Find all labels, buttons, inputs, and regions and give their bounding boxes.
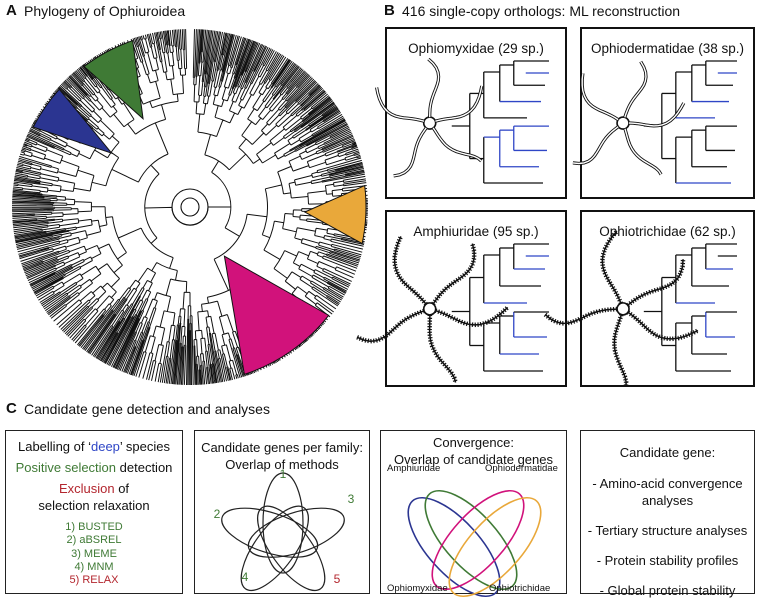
convergence-box: Convergence: Overlap of candidate genes … bbox=[380, 430, 567, 598]
family-tree-diagram bbox=[375, 57, 549, 184]
family-box-ophiodermatidae: Ophiodermatidae (38 sp.) bbox=[572, 27, 755, 199]
method-mnm: 4) MNM bbox=[74, 560, 114, 573]
venn-label-4: 4 bbox=[242, 570, 249, 584]
positive-selection-line: Positive selection detection bbox=[6, 459, 182, 476]
venn-ellipse bbox=[247, 507, 345, 558]
analysis-item: analyses bbox=[641, 493, 694, 508]
ellipse-amphiuridae bbox=[431, 489, 525, 591]
text-fragment: of bbox=[114, 481, 130, 496]
text-fragment: detection bbox=[116, 460, 173, 475]
ellipse-ophiomyxidae bbox=[407, 496, 501, 598]
tree-root-inner bbox=[180, 197, 200, 217]
panel-b-letter: B bbox=[384, 2, 395, 19]
panel-b-title: 416 single-copy orthologs: ML reconstruc… bbox=[402, 3, 681, 19]
venn-ellipse bbox=[221, 507, 319, 558]
venn-label-3: 3 bbox=[348, 492, 355, 506]
text-fragment: Labelling of ‘ bbox=[17, 439, 91, 454]
tree-root-circle bbox=[171, 188, 209, 226]
venn-ellipse bbox=[257, 505, 326, 592]
family-title: Ophiomyxidae (29 sp.) bbox=[408, 41, 544, 56]
method-overlap-box: Candidate genes per family: Overlap of m… bbox=[194, 430, 370, 594]
method-overlap-subtitle: Overlap of methods bbox=[225, 457, 339, 472]
phylogeny-tree bbox=[11, 29, 369, 386]
family-title: Ophiodermatidae (38 sp.) bbox=[590, 41, 745, 56]
selection-relaxation-line: selection relaxation bbox=[38, 498, 150, 513]
method-absrel: 2) aBSREL bbox=[66, 534, 122, 547]
analysis-item: - Tertiary structure analyses bbox=[587, 523, 748, 538]
label-ophiomyxidae: Ophiomyxidae bbox=[387, 583, 448, 594]
exclusion-line: Exclusion of bbox=[6, 480, 182, 497]
candidate-gene-box: Candidate gene: - Amino-acid convergence… bbox=[580, 430, 755, 598]
clade-wedge-ophiomyxidae bbox=[32, 88, 114, 155]
family-tree-diagram bbox=[572, 60, 737, 184]
method-busted: 1) BUSTED bbox=[65, 521, 123, 533]
ellipse-ophiotrichidae bbox=[448, 496, 542, 598]
family-tree-diagram bbox=[356, 235, 549, 384]
family-box-ophiotrichidae: Ophiotrichidae (62 sp.) bbox=[543, 210, 755, 387]
brittle-star-icon bbox=[543, 229, 699, 387]
text-fragment: ’ species bbox=[119, 439, 171, 454]
analysis-item: - Protein stability profiles bbox=[596, 553, 739, 568]
family-title: Amphiuridae (95 sp.) bbox=[413, 224, 539, 239]
family-tree-diagram bbox=[543, 229, 737, 387]
venn-ellipse bbox=[240, 505, 309, 592]
labelling-line: Labelling of ‘deep’ species bbox=[6, 438, 182, 455]
venn-label-5: 5 bbox=[334, 572, 341, 586]
family-title: Ophiotrichidae (62 sp.) bbox=[599, 224, 736, 239]
clade-wedge-ophiotrichidae bbox=[303, 184, 367, 245]
method-relax: 5) RELAX bbox=[69, 574, 119, 587]
five-way-venn: 1 2 3 4 5 bbox=[214, 467, 355, 592]
convergence-title: Convergence: bbox=[433, 435, 514, 450]
panel-a-letter: A bbox=[6, 2, 17, 19]
deep-word: deep bbox=[90, 439, 120, 454]
method-overlap-title: Candidate genes per family: bbox=[201, 440, 363, 455]
family-box-ophiomyxidae: Ophiomyxidae (29 sp.) bbox=[375, 27, 567, 199]
labelling-box: Labelling of ‘deep’ species Positive sel… bbox=[5, 430, 183, 594]
analysis-item: - Amino-acid convergence bbox=[592, 476, 743, 491]
four-way-venn: Amphiuridae Ophiodermatidae Ophiomyxidae… bbox=[387, 463, 558, 598]
venn-ellipse bbox=[262, 472, 304, 574]
venn-label-2: 2 bbox=[214, 507, 221, 521]
convergence-subtitle: Overlap of candidate genes bbox=[394, 452, 553, 467]
label-ophiotrichidae: Ophiotrichidae bbox=[489, 583, 550, 594]
label-amphiuridae: Amphiuridae bbox=[387, 463, 440, 474]
brittle-star-icon bbox=[356, 235, 510, 384]
panel-c-letter: C bbox=[6, 400, 17, 417]
exclusion-text: Exclusion bbox=[58, 481, 115, 496]
brittle-star-icon bbox=[375, 57, 484, 178]
clade-wedge-ophiodermatidae bbox=[83, 39, 144, 120]
candidate-gene-title: Candidate gene: bbox=[619, 445, 716, 460]
ellipse-ophiodermatidae bbox=[424, 489, 518, 591]
analysis-item: - Global protein stability bbox=[599, 583, 736, 598]
family-box-amphiuridae: Amphiuridae (95 sp.) bbox=[356, 210, 567, 387]
clade-wedge-amphiuridae bbox=[223, 255, 330, 376]
label-ophiodermatidae: Ophiodermatidae bbox=[485, 463, 558, 474]
panel-c-title: Candidate gene detection and analyses bbox=[24, 401, 270, 417]
positive-selection-text: Positive selection bbox=[15, 460, 117, 475]
venn-label-1: 1 bbox=[280, 467, 287, 481]
method-meme: 3) MEME bbox=[71, 547, 117, 560]
panel-a-title: Phylogeny of Ophiuroidea bbox=[24, 3, 186, 19]
brittle-star-icon bbox=[572, 60, 686, 176]
